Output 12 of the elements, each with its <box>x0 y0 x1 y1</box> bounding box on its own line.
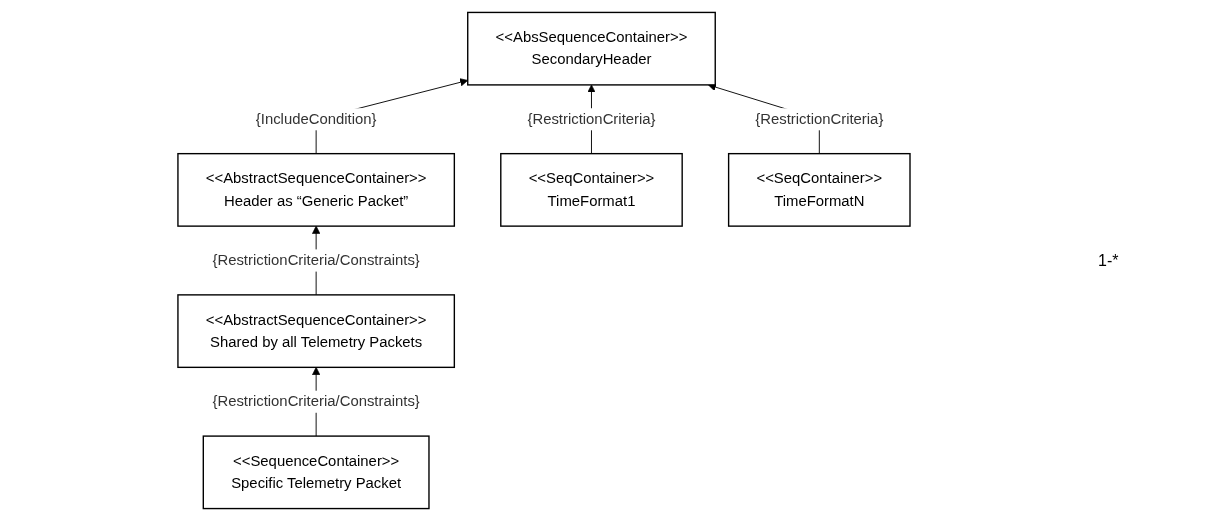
edge-label: {RestrictionCriteria/Constraints} <box>212 393 420 410</box>
edge-label: {RestrictionCriteria/Constraints} <box>212 252 420 268</box>
node-box: <<SeqContainer>> TimeFormatN <box>727 152 911 227</box>
node-box: <<SeqContainer>> TimeFormat1 <box>500 152 683 227</box>
edge-label: {IncludeCondition} <box>255 110 377 127</box>
edge-label: {RestrictionCriteria} <box>755 110 884 127</box>
edge-label: {RestrictionCriteria} <box>527 110 656 127</box>
node-box: <<AbstractSequenceContainer>> Shared by all Telemetry Packets <box>177 294 456 369</box>
node-box: <<AbstractSequenceContainer>> Header as “Generic Packet” <box>177 152 456 227</box>
node-box: <<SequenceContainer>> Specific Telemetry Packet <box>202 435 430 510</box>
node-box: <<AbsSequenceContainer>> SecondaryHeader <box>467 11 716 86</box>
multiplicity-label: 1-* <box>1098 251 1120 270</box>
